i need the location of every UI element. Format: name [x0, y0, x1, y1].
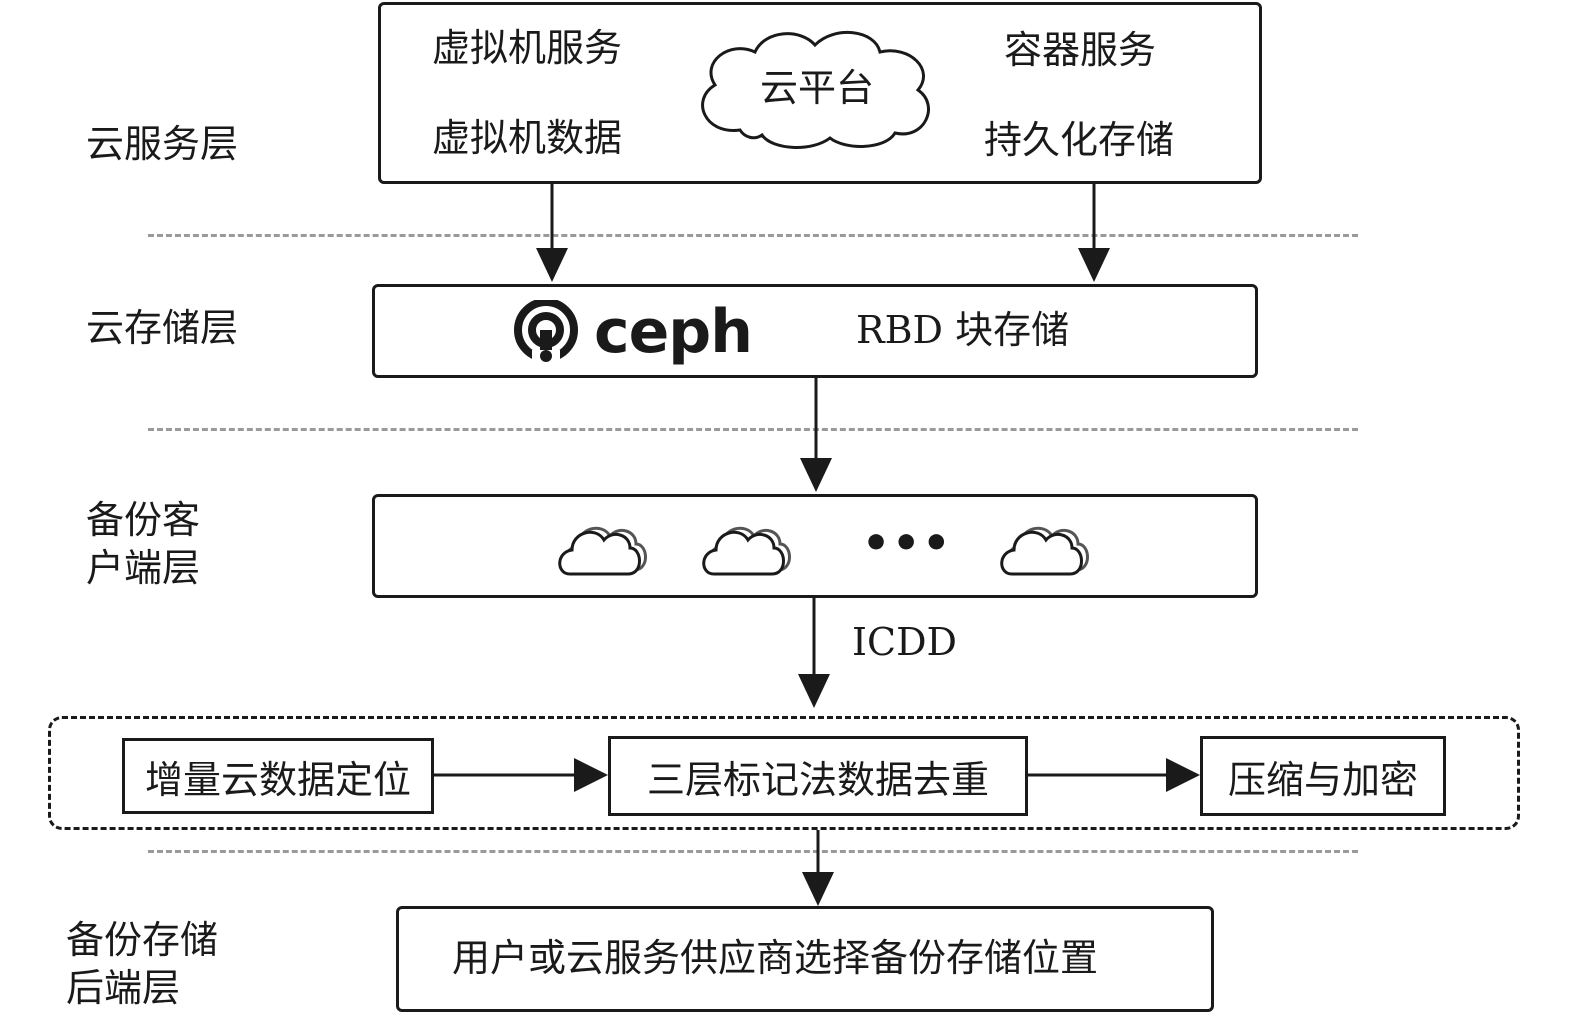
- step-dedup: 三层标记法数据去重: [608, 736, 1028, 816]
- layer-label-backup-storage: 备份存储 后端层: [66, 918, 219, 1010]
- ellipsis: •••: [862, 518, 953, 569]
- arrowhead: [800, 458, 832, 492]
- layer-label-backup-client: 备份客 户端层: [86, 498, 201, 590]
- layer-label-cloud-storage: 云存储层: [86, 306, 239, 350]
- vm-data-text: 虚拟机数据: [432, 116, 623, 160]
- cloud-platform-text: 云平台: [760, 66, 875, 110]
- icdd-label: ICDD: [852, 620, 958, 664]
- cloud-storage-box: [372, 284, 1258, 378]
- cloud-icon: [1000, 526, 1089, 576]
- arrowhead: [802, 872, 834, 906]
- arrowhead: [1166, 758, 1200, 792]
- backup-storage-text: 用户或云服务供应商选择备份存储位置: [452, 936, 1099, 980]
- persistent-storage-text: 持久化存储: [984, 118, 1175, 162]
- layer-separator: [148, 428, 1358, 431]
- ceph-logo-icon: [514, 300, 578, 364]
- step-compress-encrypt: 压缩与加密: [1200, 736, 1446, 816]
- ceph-logo-text: ceph: [594, 297, 753, 367]
- container-service-text: 容器服务: [1004, 28, 1157, 72]
- backup-storage-box: [396, 906, 1214, 1012]
- rbd-block-storage-text: RBD 块存储: [856, 308, 1070, 352]
- arrowhead: [536, 248, 568, 282]
- layer-separator: [148, 850, 1358, 853]
- vm-service-text: 虚拟机服务: [432, 26, 623, 70]
- layer-label-cloud-service: 云服务层: [86, 122, 239, 166]
- cloud-platform-shape: [701, 30, 930, 149]
- arrowhead: [574, 758, 608, 792]
- processing-group: [48, 716, 1520, 830]
- ceph-logo: ceph: [512, 297, 753, 367]
- cloud-icon: [702, 526, 791, 576]
- arrowhead: [1078, 248, 1110, 282]
- backup-client-box: [372, 494, 1258, 598]
- layer-separator: [148, 234, 1358, 237]
- cloud-icon: [558, 526, 647, 576]
- arrowhead: [798, 674, 830, 708]
- step-incremental-locate: 增量云数据定位: [122, 738, 434, 814]
